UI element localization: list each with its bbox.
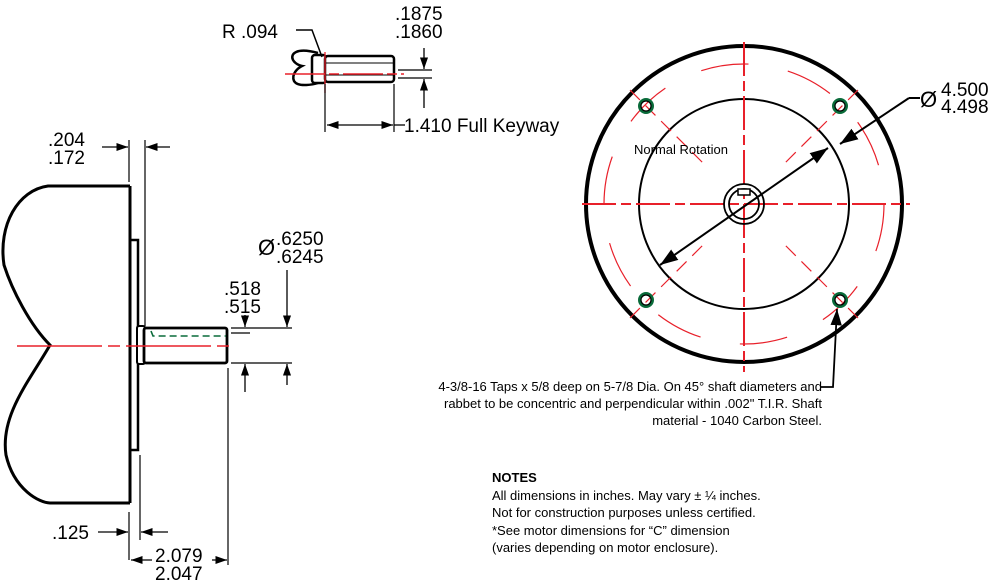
spec-note: 4-3/8-16 Taps x 5/8 deep on 5-7/8 Dia. O… xyxy=(340,378,822,429)
tap-hole-bottom-left xyxy=(638,292,654,308)
notes-title: NOTES xyxy=(492,470,537,485)
note-item: Not for construction purposes unless cer… xyxy=(492,505,756,520)
note-item: All dimensions in inches. May vary ± ¼ i… xyxy=(492,487,761,503)
keyway-body xyxy=(323,54,396,84)
keyway-hidden-line xyxy=(150,330,226,337)
tap-hole-bottom-right xyxy=(832,292,848,308)
rabbet-diameter-symbol: Ø xyxy=(920,87,937,112)
shaft-end-key xyxy=(737,188,751,196)
notes-block: NOTES All dimensions in inches. May vary… xyxy=(492,469,832,557)
tap-hole-top-right xyxy=(832,98,848,114)
keyway-width-upper: .1875 xyxy=(395,4,443,25)
spec-note-line-2: rabbet to be concentric and perpendicula… xyxy=(444,396,822,411)
shaft-length-upper: 2.079 xyxy=(155,546,203,567)
tap-hole-leader xyxy=(820,308,842,388)
shaft-end-profile xyxy=(291,49,319,87)
keyway-width-lower: .1860 xyxy=(395,22,443,43)
rabbet-depth-label: .125 xyxy=(52,523,89,544)
spec-note-line-3: material - 1040 Carbon Steel. xyxy=(652,413,822,428)
tap-hole-top-left xyxy=(638,98,654,114)
rotation-label: Normal Rotation xyxy=(634,142,728,157)
front-view: Ø 4.500 4.498 Normal Rotation xyxy=(582,42,989,388)
shaft-diameter-upper: .6250 xyxy=(276,229,324,250)
flange-thickness-lower: .172 xyxy=(48,148,85,169)
shaft-diameter-symbol: Ø xyxy=(258,235,275,260)
note-item: (varies depending on motor enclosure). xyxy=(492,540,719,555)
keyway-view: R .094 .1875 .1860 1.410 Full Keyway xyxy=(222,4,560,137)
flange-thickness-upper: .204 xyxy=(48,130,85,151)
key-height-lower: .515 xyxy=(224,297,261,318)
keyway-radius-label: R .094 xyxy=(222,22,278,43)
shaft-length-lower: 2.047 xyxy=(155,564,203,583)
spec-note-line-1: 4-3/8-16 Taps x 5/8 deep on 5-7/8 Dia. O… xyxy=(438,379,822,394)
rabbet-diameter-upper: 4.500 xyxy=(941,80,989,101)
side-view: .204 .172 Ø .6250 .6245 .518 .515 .125 2… xyxy=(1,130,324,583)
note-item: *See motor dimensions for “C” dimension xyxy=(492,522,730,538)
keyway-length-label: 1.410 Full Keyway xyxy=(404,116,560,137)
flange-profile xyxy=(1,184,130,505)
shaft-diameter-lower: .6245 xyxy=(276,247,324,268)
rabbet-diameter-lower: 4.498 xyxy=(941,97,989,118)
key-height-upper: .518 xyxy=(224,279,261,300)
